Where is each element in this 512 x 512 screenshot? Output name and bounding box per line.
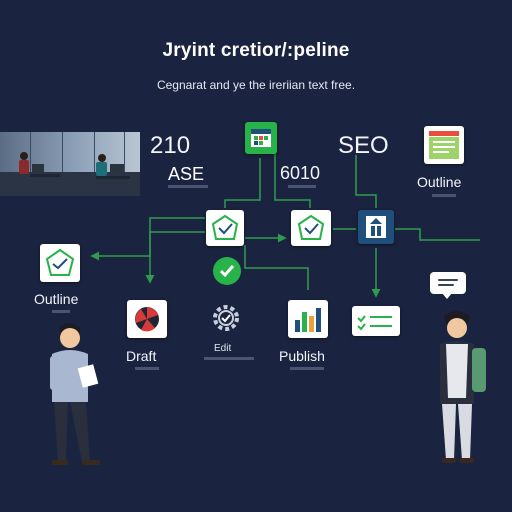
page-title: Jryint cretior/:peline bbox=[162, 40, 350, 61]
edit-label: Edit bbox=[214, 343, 232, 354]
connector-to-outline bbox=[90, 231, 205, 261]
outline-label-left: Outline bbox=[34, 291, 79, 307]
connector-right bbox=[395, 228, 480, 241]
outline-label-right: Outline bbox=[417, 174, 462, 190]
stat-number-left: 210 bbox=[150, 132, 191, 159]
building-node[interactable] bbox=[358, 210, 394, 244]
draft-label: Draft bbox=[126, 348, 157, 364]
publish-node[interactable] bbox=[288, 300, 328, 338]
outline-doc-node[interactable] bbox=[424, 126, 464, 164]
chat-bubble bbox=[430, 272, 466, 299]
outline-node-left[interactable] bbox=[40, 244, 80, 282]
publish-label: Publish bbox=[279, 348, 325, 364]
checkmark-icon bbox=[219, 265, 235, 278]
stat-number-center: 6010 bbox=[280, 163, 321, 183]
document-check-node-left[interactable] bbox=[206, 210, 244, 246]
draft-icon bbox=[135, 307, 159, 332]
connector-to-draft bbox=[145, 217, 205, 284]
notes-node[interactable] bbox=[352, 306, 400, 336]
person-right-illustration bbox=[440, 311, 486, 463]
connector-top-right bbox=[274, 150, 311, 208]
calendar-node[interactable] bbox=[245, 122, 277, 154]
seo-label: SEO bbox=[338, 132, 389, 159]
notes-icon bbox=[357, 315, 392, 331]
office-workers-icon bbox=[19, 152, 124, 176]
building-icon bbox=[366, 216, 386, 238]
document-check-node-right[interactable] bbox=[291, 210, 331, 246]
document-check-icon bbox=[211, 214, 239, 240]
stat-label-left: ASE bbox=[168, 164, 205, 184]
connector-top bbox=[224, 158, 261, 208]
office-illustration bbox=[0, 132, 140, 196]
gear-icon bbox=[213, 305, 239, 331]
edit-node[interactable] bbox=[208, 300, 244, 336]
calendar-icon bbox=[251, 129, 271, 147]
draft-node[interactable] bbox=[127, 300, 167, 338]
target-icon bbox=[45, 248, 75, 276]
connector-seo bbox=[355, 155, 377, 208]
document-check-icon bbox=[297, 214, 325, 240]
chat-icon bbox=[430, 272, 431, 273]
page-subtitle: Cegnarat and ye the ireriian text free. bbox=[156, 78, 356, 92]
person-left-illustration bbox=[50, 323, 100, 465]
connector-to-publish bbox=[244, 245, 309, 290]
checkmark-node[interactable] bbox=[213, 257, 241, 285]
outline-doc-icon bbox=[429, 131, 459, 159]
chart-icon bbox=[295, 308, 321, 332]
